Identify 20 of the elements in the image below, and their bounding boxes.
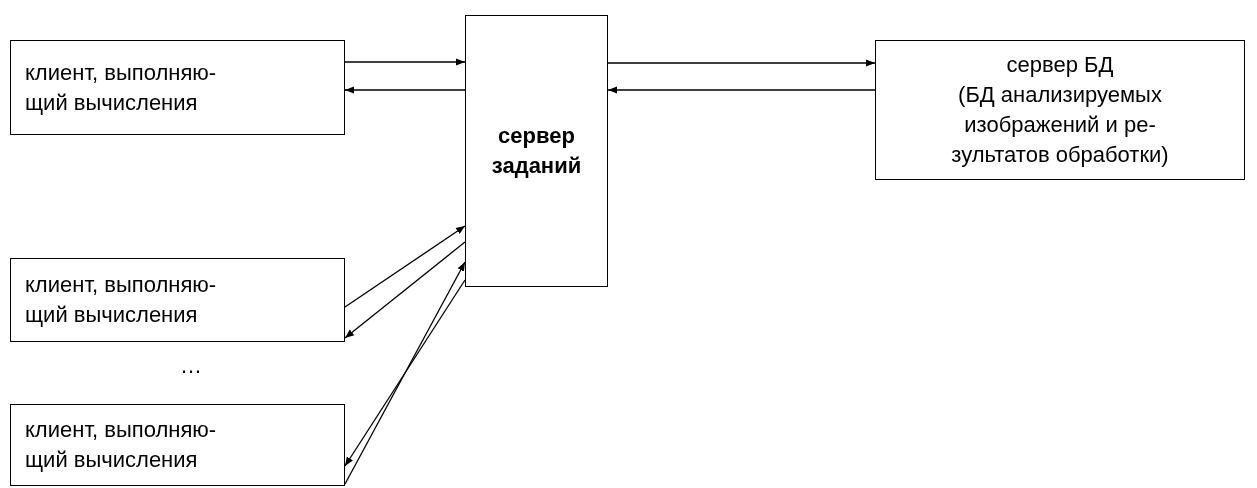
arrow: [344, 279, 466, 467]
arrow: [607, 86, 876, 94]
arrow: [607, 59, 876, 67]
arrow: [344, 58, 466, 66]
arrow: [344, 86, 466, 94]
arrow: [344, 225, 466, 308]
node-text: клиент, выполняю- щий вычисления: [25, 416, 218, 474]
process-box: [875, 40, 1245, 180]
process-box: [10, 258, 345, 342]
process-box: [465, 15, 608, 287]
arrow: [344, 241, 466, 339]
node-text: клиент, выполняю- щий вычисления: [25, 58, 218, 117]
ellipsis-text: …: [180, 353, 202, 379]
node-text: сервер заданий: [490, 122, 583, 180]
process-box: [10, 404, 345, 486]
node-text: клиент, выполняю- щий вычисления: [25, 271, 218, 329]
process-box: [10, 40, 345, 135]
arrow: [344, 261, 466, 485]
node-text: (БД анализируемых изображений и ре- зультатов обработки): [950, 81, 1170, 169]
node-text: сервер БД: [1005, 51, 1115, 79]
